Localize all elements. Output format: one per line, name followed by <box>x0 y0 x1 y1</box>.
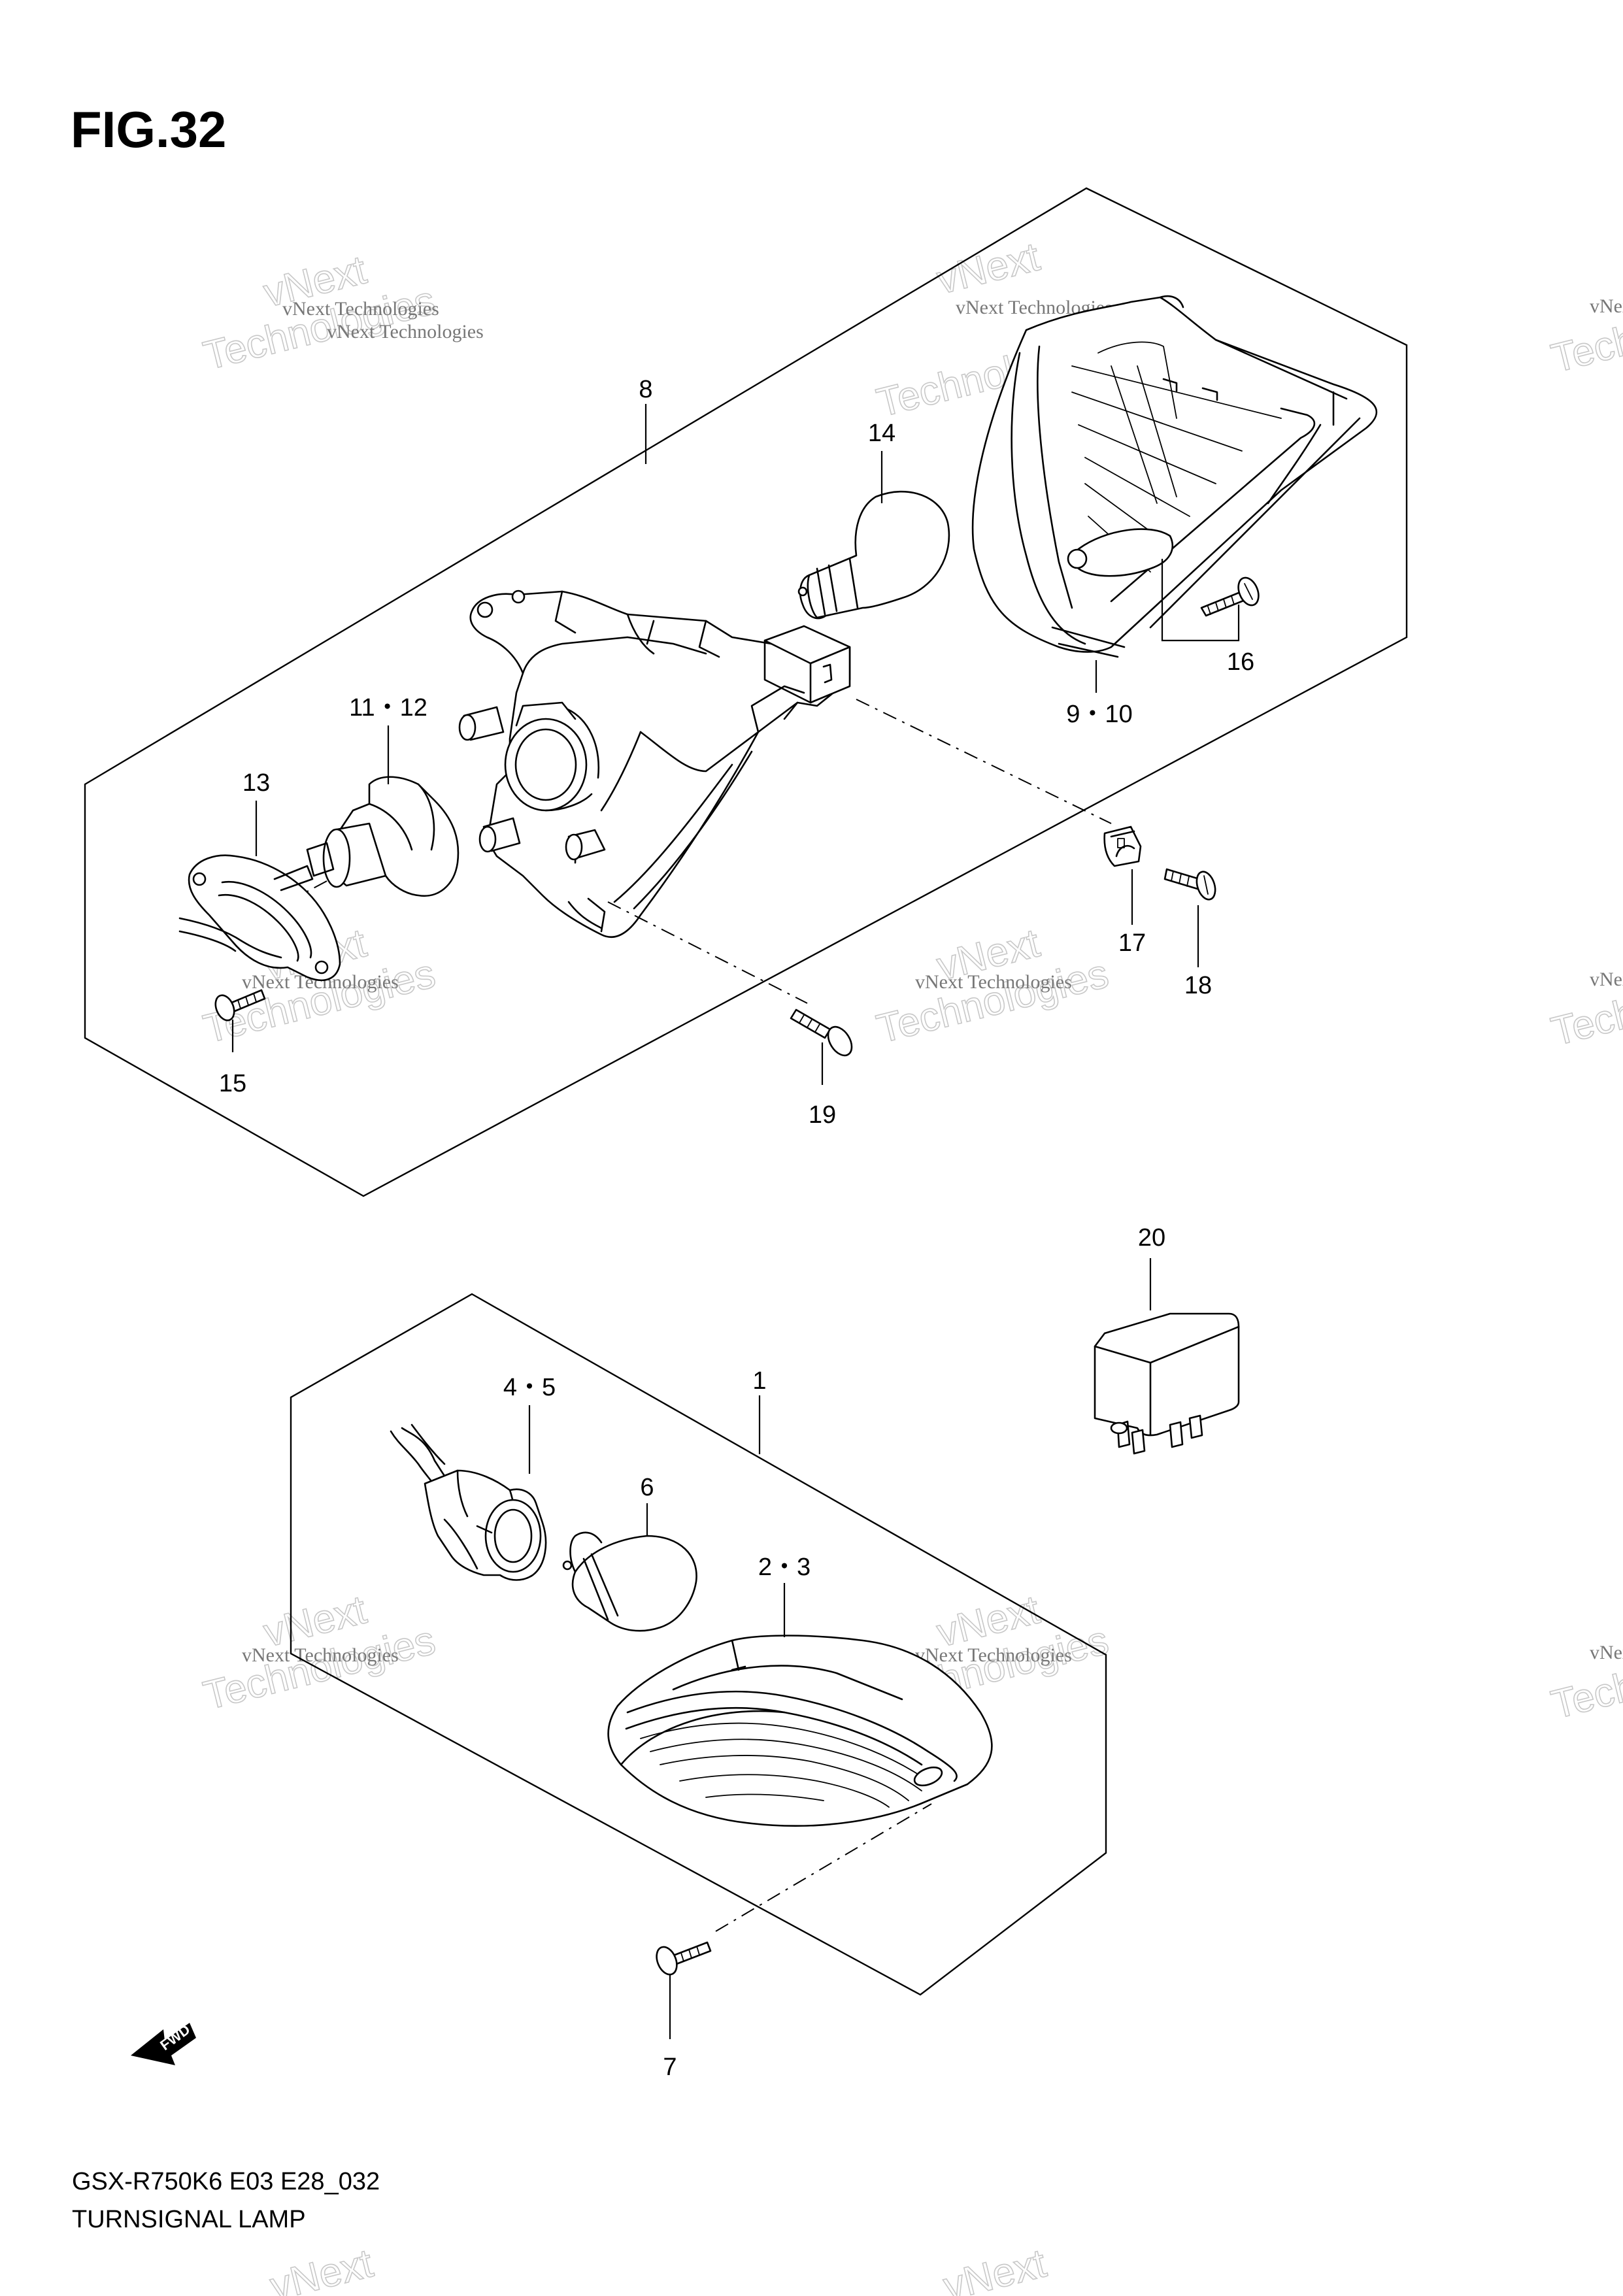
lens-front-turnsignal <box>607 1635 993 1827</box>
svg-text:vNext Technologies: vNext Technologies <box>1590 295 1623 317</box>
watermark-edge: vNext Technologies Technologies vNext Te… <box>1547 280 1623 1728</box>
svg-text:vNext Technologies: vNext Technologies <box>915 1644 1072 1666</box>
callout-20: 20 <box>1138 1224 1165 1252</box>
caption-part-name: TURNSIGNAL LAMP <box>72 2206 306 2233</box>
bulb-14 <box>797 490 950 620</box>
nut-clip-17 <box>1103 825 1142 867</box>
callout-11-12: 11・12 <box>349 694 427 722</box>
callout-19: 19 <box>809 1101 836 1129</box>
callout-7: 7 <box>663 2054 677 2081</box>
screw-15 <box>214 989 266 1022</box>
socket-4-5 <box>390 1423 547 1581</box>
housing-8 <box>458 590 851 939</box>
callout-17: 17 <box>1118 929 1146 957</box>
callout-8: 8 <box>639 376 652 403</box>
svg-text:vNext Technologies: vNext Technologies <box>1590 1642 1623 1663</box>
assembly-frame-upper <box>84 187 1408 1197</box>
screw-16 <box>1200 576 1260 617</box>
callout-16: 16 <box>1227 648 1254 676</box>
socket-11-12 <box>306 776 460 897</box>
svg-text:vNext Technologies: vNext Technologies <box>327 321 484 342</box>
watermark: Technologies vNext vNext Technologies <box>199 1586 440 1719</box>
svg-text:vNext: vNext <box>939 2240 1050 2296</box>
svg-text:vNext: vNext <box>933 234 1044 303</box>
figure-title: FIG.32 <box>71 101 226 158</box>
leader-16 <box>1161 559 1240 642</box>
screw-18 <box>1163 868 1216 901</box>
callout-15: 15 <box>219 1070 246 1097</box>
lens-rear-turnsignal <box>971 295 1378 658</box>
watermark: Technologies vNext vNext Technologies <box>872 920 1113 1052</box>
screw-7 <box>656 1941 712 1976</box>
callout-2-3: 2・3 <box>758 1554 811 1581</box>
screw-19 <box>790 1008 853 1057</box>
caption-model-code: GSX-R750K6 E03 E28_032 <box>72 2168 380 2195</box>
svg-text:vNext Technologies: vNext Technologies <box>1590 969 1623 990</box>
callout-13: 13 <box>243 769 270 797</box>
watermark: Technologies vNext vNext Technologies vN… <box>199 246 484 379</box>
callout-4-5: 4・5 <box>503 1374 556 1401</box>
callout-6: 6 <box>640 1474 654 1501</box>
centerline-7 <box>715 1803 932 1932</box>
callout-9-10: 9・10 <box>1066 701 1132 728</box>
watermark-bottom: vNext vNext <box>265 2240 1051 2296</box>
callout-14: 14 <box>868 420 895 447</box>
callout-18: 18 <box>1184 972 1212 999</box>
bulb-6 <box>562 1531 697 1632</box>
centerline-19 <box>607 901 808 1004</box>
svg-text:vNext Technologies: vNext Technologies <box>915 971 1072 993</box>
relay-20 <box>1094 1312 1240 1455</box>
fwd-arrow-icon: FWD <box>131 2021 196 2065</box>
svg-text:vNext Technologies: vNext Technologies <box>242 1644 399 1666</box>
callout-1: 1 <box>752 1367 766 1395</box>
gasket-13 <box>178 854 341 982</box>
svg-text:vNext: vNext <box>266 2240 377 2296</box>
centerline-17 <box>856 699 1112 824</box>
assembly-frame-lower <box>290 1293 1107 1996</box>
svg-text:vNext Technologies: vNext Technologies <box>282 298 439 320</box>
